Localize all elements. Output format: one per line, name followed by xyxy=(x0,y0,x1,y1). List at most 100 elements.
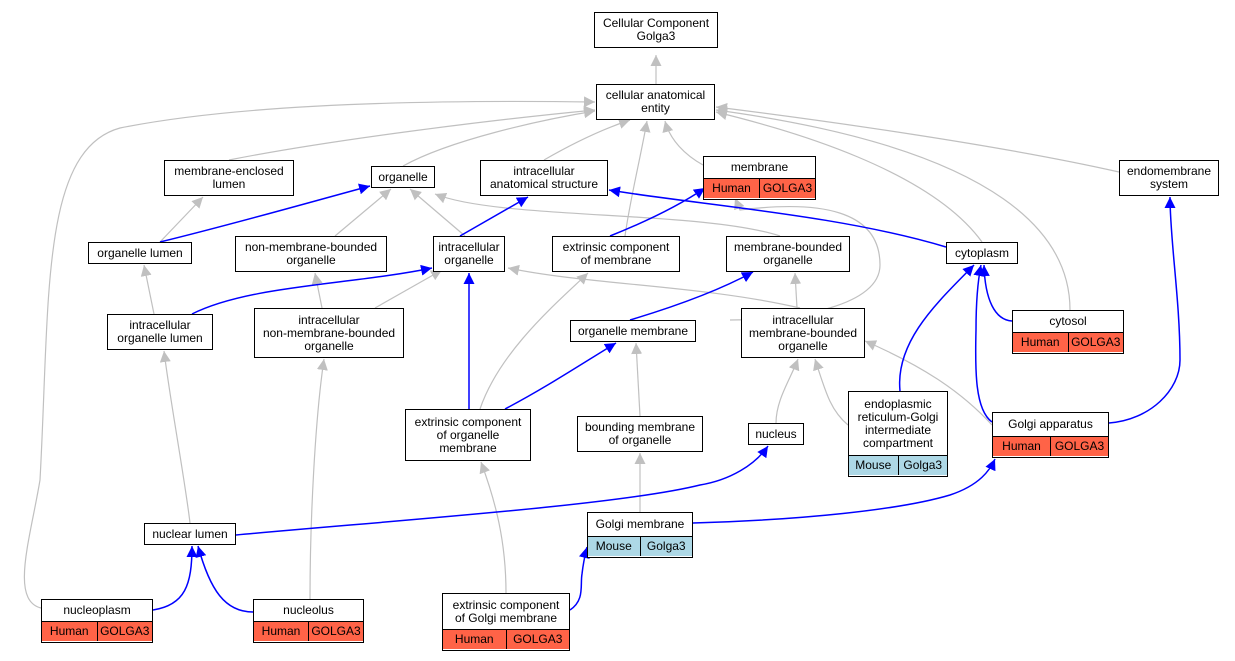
edge-part_of-ecom-to-om xyxy=(504,342,617,410)
node-label: extrinsic component of Golgi membrane xyxy=(452,597,560,625)
edge-part_of-ecgm-to-gm xyxy=(569,546,590,611)
edge-is_a-inmbo-to-io xyxy=(374,269,443,309)
node-ecom[interactable]: extrinsic component of organelle membran… xyxy=(405,409,531,461)
node-label: organelle lumen xyxy=(97,245,183,260)
node-label: membrane-enclosed lumen xyxy=(174,164,284,191)
edge-is_a-nmbo-to-org xyxy=(334,188,392,237)
node-label: non-membrane-bounded organelle xyxy=(244,240,378,267)
edge-part_of-cytosol-to-cyt xyxy=(978,264,1013,322)
node-label: intracellular membrane-bounded organelle xyxy=(748,312,858,353)
edge-part_of-gm-to-ga xyxy=(692,458,996,524)
gene-label: GOLGA3 xyxy=(1067,333,1124,352)
species-annotation-row: Human GOLGA3 xyxy=(443,629,569,649)
node-label: intracellular organelle lumen xyxy=(117,318,203,345)
node-label: cytosol xyxy=(1049,314,1087,328)
node-label: cellular anatomical entity xyxy=(605,88,706,115)
node-ems[interactable]: endomembrane system xyxy=(1119,160,1219,196)
species-label: Mouse xyxy=(855,458,892,472)
node-label: Cellular Component Golga3 xyxy=(602,16,710,43)
node-org[interactable]: organelle xyxy=(371,166,435,188)
edge-part_of-nl-to-nuc xyxy=(235,445,769,536)
node-label: nucleolus xyxy=(283,603,334,617)
edge-part_of-ergic-to-cyt xyxy=(898,264,975,392)
species-label: Human xyxy=(261,624,301,638)
node-mel[interactable]: membrane-enclosed lumen xyxy=(164,160,294,196)
node-bmo[interactable]: bounding membrane of organelle xyxy=(577,416,703,452)
gene-label: GOLGA3 xyxy=(1050,437,1108,456)
gene-label: GOLGA3 xyxy=(96,622,153,641)
edge-is_a-nl-to-iol xyxy=(159,350,191,524)
edge-is_a-org-to-cae xyxy=(402,107,596,167)
node-io[interactable]: intracellular organelle xyxy=(433,236,505,272)
node-label: intracellular organelle xyxy=(438,240,500,267)
node-cae[interactable]: cellular anatomical entity xyxy=(596,84,715,120)
edge-part_of-ga-to-cyt xyxy=(973,264,993,423)
node-nl[interactable]: nuclear lumen xyxy=(144,523,236,545)
species-annotation-row: Human GOLGA3 xyxy=(1013,332,1123,352)
node-ergic[interactable]: endoplasmic reticulum-Golgi intermediate… xyxy=(848,391,948,477)
species-label: Mouse xyxy=(595,539,632,553)
species-label: Human xyxy=(712,181,751,195)
node-label: bounding membrane of organelle xyxy=(584,420,696,447)
node-root[interactable]: Cellular Component Golga3 xyxy=(594,12,718,48)
node-mbo[interactable]: membrane-bounded organelle xyxy=(726,236,850,272)
node-label: nuclear lumen xyxy=(152,526,228,541)
edge-is_a-ecm-to-cae xyxy=(624,120,651,237)
node-cyt[interactable]: cytoplasm xyxy=(946,242,1018,264)
species-annotation-row: Human GOLGA3 xyxy=(254,621,363,641)
gene-label: GOLGA3 xyxy=(505,630,570,649)
edge-part_of-cyt-to-ias xyxy=(608,186,947,248)
edge-part_of-io-to-ias xyxy=(459,196,529,237)
node-orgl[interactable]: organelle lumen xyxy=(88,242,192,264)
node-nmbo[interactable]: non-membrane-bounded organelle xyxy=(235,236,387,272)
node-label: intracellular anatomical structure xyxy=(489,164,599,191)
gene-label: Golga3 xyxy=(897,456,948,475)
edge-part_of-om-to-mbo xyxy=(629,271,754,321)
species-label: Human xyxy=(49,624,89,638)
node-label: nucleus xyxy=(755,426,797,441)
edge-is_a-orgl-to-mel xyxy=(159,196,204,243)
node-iol[interactable]: intracellular organelle lumen xyxy=(107,314,213,350)
species-annotation-row: Human GOLGA3 xyxy=(42,621,152,641)
edge-is_a-iol-to-orgl xyxy=(140,264,155,315)
node-imbo[interactable]: intracellular membrane-bounded organelle xyxy=(741,308,865,358)
node-ecm[interactable]: extrinsic component of membrane xyxy=(552,236,680,272)
edge-part_of-ecm-to-mem xyxy=(609,187,706,237)
node-ias[interactable]: intracellular anatomical structure xyxy=(480,160,608,196)
edge-is_a-ga-to-imbo xyxy=(864,340,993,426)
edge-is_a-imbo-to-mbo xyxy=(790,272,802,309)
edge-part_of-orgl-to-org xyxy=(159,183,371,243)
species-annotation-row: Mouse Golga3 xyxy=(849,455,947,475)
edge-is_a-cyt-to-cae xyxy=(715,109,983,243)
species-label: Human xyxy=(454,632,494,646)
edge-is_a-ems-to-cae xyxy=(715,102,1120,173)
node-label: organelle xyxy=(378,169,428,184)
edge-is_a-nuc-to-imbo xyxy=(775,358,800,424)
species-label: Human xyxy=(1020,335,1060,349)
node-label: endomembrane system xyxy=(1126,164,1212,191)
edge-is_a-imbo-to-io xyxy=(507,264,801,309)
node-label: extrinsic component of organelle membran… xyxy=(414,414,522,455)
node-inmbo[interactable]: intracellular non-membrane-bounded organ… xyxy=(254,308,404,358)
node-om[interactable]: organelle membrane xyxy=(570,320,696,342)
edge-is_a-ergic-to-imbo xyxy=(813,358,849,426)
edge-is_a-io-to-org xyxy=(409,188,466,237)
node-nuc[interactable]: nucleus xyxy=(748,423,804,445)
gene-label: GOLGA3 xyxy=(308,622,363,641)
edge-is_a-np-to-cae xyxy=(23,96,596,609)
node-label: extrinsic component of membrane xyxy=(562,240,670,267)
edge-is_a-nucl-to-inmbo xyxy=(309,358,328,600)
edge-part_of-np-to-nl xyxy=(152,545,198,611)
node-label: organelle membrane xyxy=(577,323,689,338)
